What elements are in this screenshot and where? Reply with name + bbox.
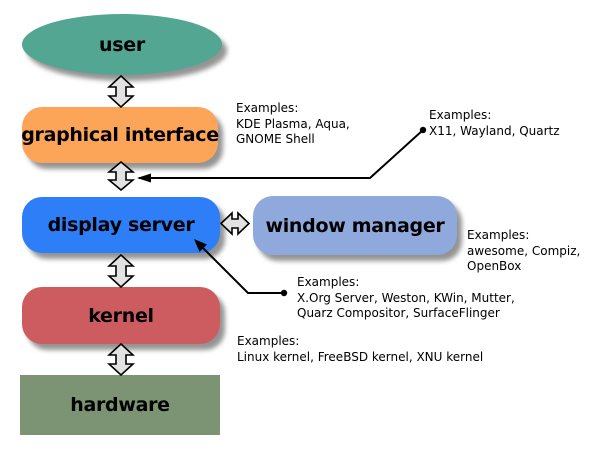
annotation-line: Examples: <box>429 108 492 122</box>
node-display-server-label: display server <box>47 214 195 236</box>
annotation-display-protocols-examples: Examples: X11, Wayland, Quartz <box>429 108 560 139</box>
annotation-line: Examples: <box>467 228 530 242</box>
double-arrow-display-server-kernel-icon <box>107 254 135 288</box>
annotation-display-server-examples: Examples: X.Org Server, Weston, KWin, Mu… <box>297 275 515 322</box>
annotation-window-manager-examples: Examples: awesome, Compiz, OpenBox <box>467 228 580 275</box>
annotation-line: Examples: <box>237 334 300 348</box>
node-display-server: display server <box>22 197 220 253</box>
annotation-line: X.Org Server, Weston, KWin, Mutter, <box>297 290 515 305</box>
annotation-line: Linux kernel, FreeBSD kernel, XNU kernel <box>237 349 484 364</box>
annotation-line: Examples: <box>297 275 360 289</box>
double-arrow-user-graphical-interface-icon <box>107 75 135 108</box>
annotation-line: GNOME Shell <box>236 132 315 146</box>
node-kernel: kernel <box>22 287 220 344</box>
node-kernel-label: kernel <box>88 304 154 327</box>
annotation-line: Examples: <box>236 101 299 115</box>
node-graphical-interface: graphical interface <box>21 107 219 163</box>
annotation-line: KDE Plasma, Aqua, <box>236 116 350 131</box>
node-window-manager-label: window manager <box>265 214 445 237</box>
node-hardware: hardware <box>20 375 220 435</box>
node-user-label: user <box>99 33 145 56</box>
node-window-manager: window manager <box>253 196 457 255</box>
annotation-line: OpenBox <box>467 259 522 273</box>
annotation-kernel-examples: Examples: Linux kernel, FreeBSD kernel, … <box>237 334 483 365</box>
annotation-line: X11, Wayland, Quartz <box>429 123 560 138</box>
double-arrow-kernel-hardware-icon <box>107 343 135 376</box>
double-arrow-graphical-interface-display-server-icon <box>107 161 135 191</box>
node-graphical-interface-label: graphical interface <box>21 124 219 146</box>
node-hardware-label: hardware <box>70 394 170 416</box>
double-arrow-display-server-window-manager-icon <box>220 211 250 236</box>
annotation-graphical-interface-examples: Examples: KDE Plasma, Aqua, GNOME Shell <box>236 101 350 148</box>
annotation-line: awesome, Compiz, <box>467 243 581 258</box>
node-user: user <box>22 14 222 75</box>
annotation-line: Quarz Compositor, SurfaceFlinger <box>297 306 500 320</box>
